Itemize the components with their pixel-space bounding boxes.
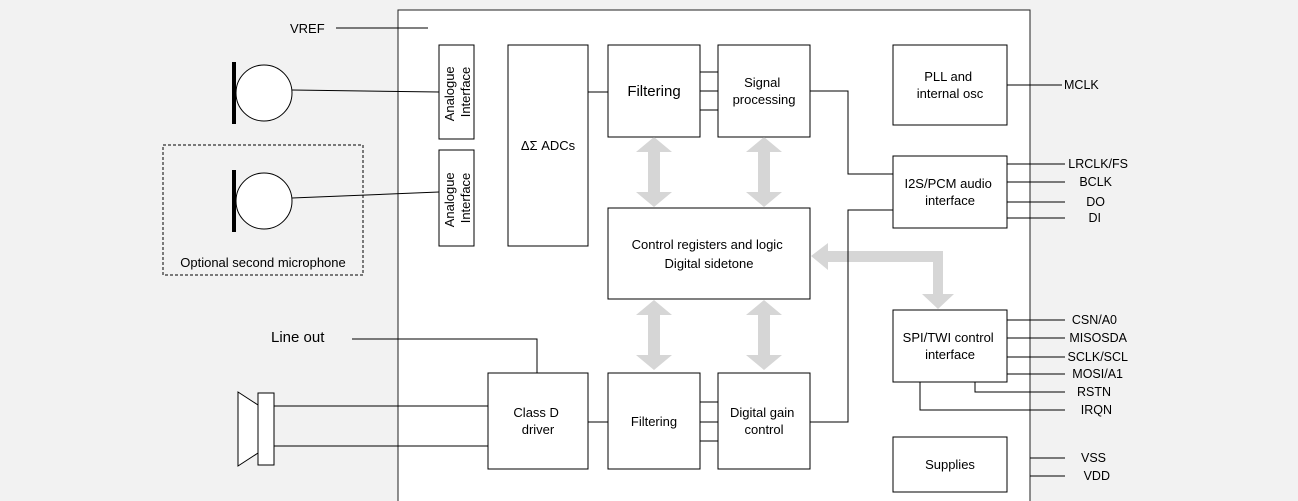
analogue-interface-2-line1: Analogue: [442, 172, 457, 227]
analogue-interface-1-line1: Analogue: [442, 66, 457, 121]
spi-line1: SPI/TWI control: [903, 330, 994, 345]
filtering-bottom-label: Filtering: [631, 414, 677, 429]
pll-line1: PLL and: [924, 69, 972, 84]
gain-label: Digital gain control: [730, 405, 798, 437]
supplies-block: [892, 436, 1008, 493]
filtering-bottom-block: [607, 372, 701, 470]
optional-mic-label: Optional second microphone: [180, 255, 346, 270]
analogue-interface-2-line2: Interface: [458, 173, 473, 224]
lrclk-pin: LRCLK/FS: [1068, 157, 1128, 171]
signal-processing-line1: Signal: [744, 75, 780, 90]
class-d-line2: driver: [522, 422, 555, 437]
analogue-interface-1-line2: Interface: [458, 67, 473, 118]
control-block: [607, 207, 811, 300]
bus-arrow-sp: [746, 137, 782, 207]
signal-processing-line2: processing: [733, 92, 796, 107]
class-d-block: [487, 372, 589, 470]
di-pin: DI: [1089, 211, 1102, 225]
bus-arrow-spi: [811, 243, 954, 309]
analogue-interface-2-label: Analogue Interface: [442, 169, 473, 228]
gain-line1: Digital gain: [730, 405, 794, 420]
bus-arrow-filter-top: [636, 137, 672, 207]
mic2-wire: [291, 191, 440, 199]
line-out-wire: [352, 338, 538, 373]
control-line1: Control registers and logic: [632, 237, 784, 252]
sclk-pin: SCLK/SCL: [1068, 350, 1128, 364]
microphone-icon: [232, 170, 293, 232]
filtering-top-label: Filtering: [627, 83, 680, 100]
gain-line2: control: [744, 422, 783, 437]
rstn-wire: [974, 382, 1065, 393]
class-d-label: Class D driver: [513, 405, 562, 437]
bclk-pin: BCLK: [1079, 175, 1112, 189]
spi-block: [892, 309, 1008, 383]
signal-processing-label: Signal processing: [733, 75, 796, 107]
i2s-label: I2S/PCM audio interface: [904, 176, 995, 208]
spi-label: SPI/TWI control interface: [903, 330, 998, 362]
analogue-interface-1-label: Analogue Interface: [442, 63, 473, 122]
class-d-line1: Class D: [513, 405, 559, 420]
microphone-icon: [232, 62, 293, 124]
i2s-block: [892, 155, 1008, 229]
gain-block: [717, 372, 811, 470]
optional-mic-frame: [162, 144, 364, 276]
signal-processing-block: [717, 44, 811, 138]
analogue-interface-1: [438, 44, 475, 140]
filtering-top-block: [607, 44, 701, 138]
irqn-wire: [919, 382, 1065, 411]
i2s-line2: interface: [925, 193, 975, 208]
mic1-wire: [291, 89, 440, 93]
i2s-line1: I2S/PCM audio: [904, 176, 991, 191]
adc-label: ΔΣ ADCs: [521, 138, 576, 153]
i2s-to-gain-wire: [810, 209, 893, 423]
spi-line2: interface: [925, 347, 975, 362]
bus-arrow-gain: [746, 300, 782, 370]
mosi-pin: MOSI/A1: [1072, 367, 1123, 381]
csn-pin: CSN/A0: [1072, 313, 1117, 327]
do-pin: DO: [1086, 195, 1105, 209]
vdd-pin: VDD: [1084, 469, 1110, 483]
irqn-pin: IRQN: [1081, 403, 1112, 417]
sp-to-i2s-wire: [810, 90, 893, 175]
control-label: Control registers and logic Digital side…: [632, 237, 787, 271]
speaker-icon: [237, 391, 275, 467]
supplies-label: Supplies: [925, 457, 975, 472]
bus-arrow-filter-bottom: [636, 300, 672, 370]
misosda-pin: MISOSDA: [1069, 331, 1127, 345]
adc-block: [507, 44, 589, 247]
pll-line2: internal osc: [917, 86, 984, 101]
pll-label: PLL and internal osc: [917, 69, 984, 101]
control-line2: Digital sidetone: [665, 256, 754, 271]
line-out-label: Line out: [271, 329, 325, 346]
pll-block: [892, 44, 1008, 126]
rstn-pin: RSTN: [1077, 385, 1111, 399]
vss-pin: VSS: [1081, 451, 1106, 465]
mclk-pin: MCLK: [1064, 78, 1099, 92]
analogue-interface-2: [438, 149, 475, 247]
vref-label: VREF: [290, 21, 325, 36]
